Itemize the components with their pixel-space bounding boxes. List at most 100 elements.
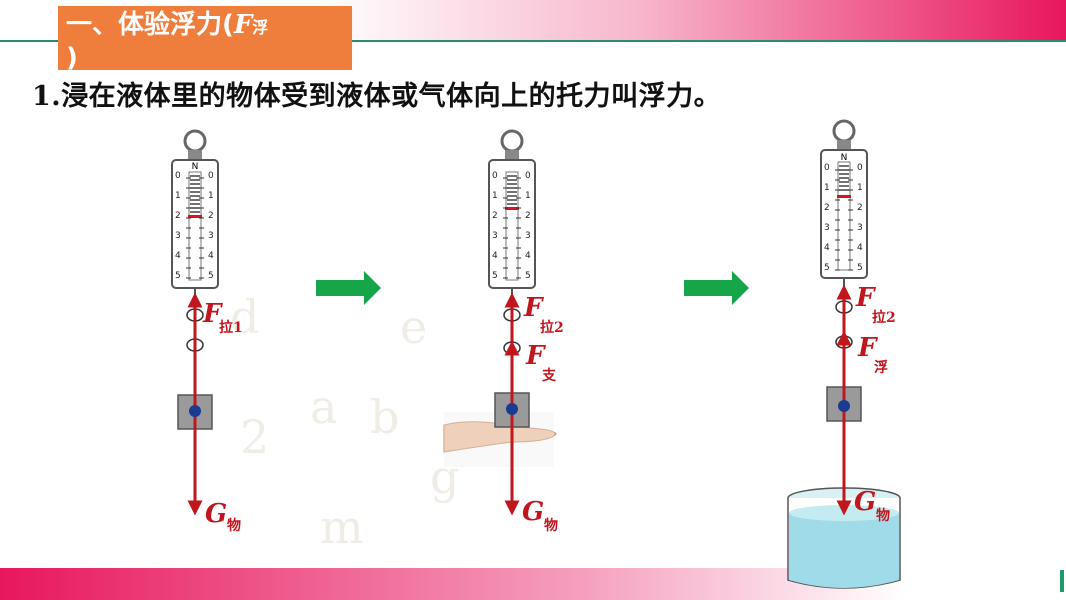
force-label-f: F <box>523 293 544 323</box>
spring-scale-1: N 0 1 2 3 4 5 0 1 2 3 4 5 F 拉1 G 物 <box>171 129 243 534</box>
scale-tick: 3 <box>857 223 863 233</box>
background-watermark: d e a b 2 g m <box>170 250 530 560</box>
scale-tick: 4 <box>492 251 498 261</box>
spring-scale-3: N 0 1 2 3 4 5 0 1 2 3 4 5 F 拉2 F <box>787 119 901 589</box>
scale-unit: N <box>841 153 848 163</box>
scale-pointer <box>188 215 202 218</box>
scale-tick: 0 <box>492 171 498 181</box>
scale-tick: 3 <box>175 231 181 241</box>
scale-tick-marks <box>186 177 204 279</box>
scale-tick: 0 <box>208 171 214 181</box>
scale-tick: 5 <box>208 271 214 281</box>
scale-tick: 1 <box>208 191 214 201</box>
scale-tick: 0 <box>857 163 863 173</box>
scale-neck <box>505 150 519 160</box>
scale-ring <box>832 119 856 143</box>
scale-tick: 5 <box>525 271 531 281</box>
watermark-letter: 2 <box>240 410 270 464</box>
scale-slot <box>188 171 202 281</box>
spring-scale-2: 0 1 2 3 4 5 0 1 2 3 4 5 F 拉2 F 支 G 物 <box>443 129 564 534</box>
scale-tick: 5 <box>175 271 181 281</box>
title-close: ) <box>66 43 78 73</box>
watermark-letter: m <box>320 500 364 554</box>
scale-tick: 5 <box>824 263 830 273</box>
force-label-f: F <box>855 283 876 313</box>
scale-tick: 2 <box>824 203 830 213</box>
scale-tick: 2 <box>175 211 181 221</box>
force-sub-weight: 物 <box>227 517 241 534</box>
definition-line: 1.浸在液体里的物体受到液体或气体向上的托力叫浮力。 <box>32 74 721 113</box>
scale-tick: 3 <box>525 231 531 241</box>
corner-mark <box>1060 570 1064 592</box>
scale-tick: 1 <box>175 191 181 201</box>
force-label-f: F <box>857 333 878 363</box>
scale-tick: 4 <box>208 251 214 261</box>
watermark-letter: d <box>230 290 260 344</box>
force-origin-point <box>838 400 850 412</box>
spring-coil <box>190 175 200 213</box>
force-label-f: F <box>202 299 223 329</box>
force-sub-pull-2: 拉2 <box>540 319 564 336</box>
scale-tick: 1 <box>525 191 531 201</box>
force-sub-buoyancy: 浮 <box>874 359 888 376</box>
scale-tick: 0 <box>824 163 830 173</box>
watermark-letter: a <box>310 380 338 434</box>
slide-title: 一、体验浮力(F浮) <box>66 10 356 73</box>
force-label-f: F <box>525 341 546 371</box>
scale-tick-marks <box>503 177 521 279</box>
force-sub-pull-2: 拉2 <box>872 309 896 326</box>
force-label-g: G <box>205 499 227 529</box>
scale-tick: 2 <box>525 211 531 221</box>
scale-tick: 3 <box>824 223 830 233</box>
beaker-water <box>789 513 899 588</box>
scale-slot <box>505 171 519 281</box>
watermark-letter: b <box>370 390 400 444</box>
watermark-letter: g <box>430 450 460 504</box>
scale-tick: 0 <box>525 171 531 181</box>
scale-tick: 1 <box>857 183 863 193</box>
scale-ring <box>183 129 207 153</box>
force-label-g: G <box>854 487 876 517</box>
force-sub-weight: 物 <box>876 507 890 524</box>
scale-unit: N <box>192 162 199 172</box>
scale-tick: 3 <box>492 231 498 241</box>
scale-slot <box>837 161 851 271</box>
force-origin-point <box>189 405 201 417</box>
title-symbol: F <box>233 10 253 40</box>
scale-neck <box>188 150 202 160</box>
definition-number: 1. <box>32 81 62 112</box>
force-origin-point <box>506 403 518 415</box>
title-box <box>58 6 352 70</box>
scale-ring <box>500 129 524 153</box>
scale-tick: 2 <box>208 211 214 221</box>
scale-pointer <box>837 195 851 198</box>
scale-tick: 2 <box>857 203 863 213</box>
scale-tick: 4 <box>525 251 531 261</box>
scale-tick: 5 <box>857 263 863 273</box>
scale-tick: 1 <box>492 191 498 201</box>
scale-tick-marks <box>835 169 853 271</box>
definition-text: 浸在液体里的物体受到液体或气体向上的托力叫浮力。 <box>61 81 722 112</box>
scale-tick: 3 <box>208 231 214 241</box>
top-divider-line <box>0 40 1066 42</box>
transition-arrow-1 <box>316 271 381 305</box>
transition-arrow-2 <box>684 271 749 305</box>
title-subscript: 浮 <box>252 18 269 37</box>
scale-tick: 4 <box>824 243 830 253</box>
title-text: 一、体验浮力( <box>66 10 234 40</box>
spring-coil <box>507 175 517 205</box>
force-sub-pull-1: 拉1 <box>219 319 243 336</box>
scale-tick: 1 <box>824 183 830 193</box>
force-sub-weight: 物 <box>544 517 558 534</box>
spring-coil <box>839 165 849 191</box>
scale-neck <box>837 140 851 150</box>
scale-tick: 5 <box>492 271 498 281</box>
force-label-g: G <box>522 497 544 527</box>
watermark-letter: e <box>400 300 428 354</box>
scale-tick: 2 <box>492 211 498 221</box>
scale-tick: 0 <box>175 171 181 181</box>
force-sub-support: 支 <box>541 367 557 384</box>
scale-tick: 4 <box>857 243 863 253</box>
scale-tick: 4 <box>175 251 181 261</box>
